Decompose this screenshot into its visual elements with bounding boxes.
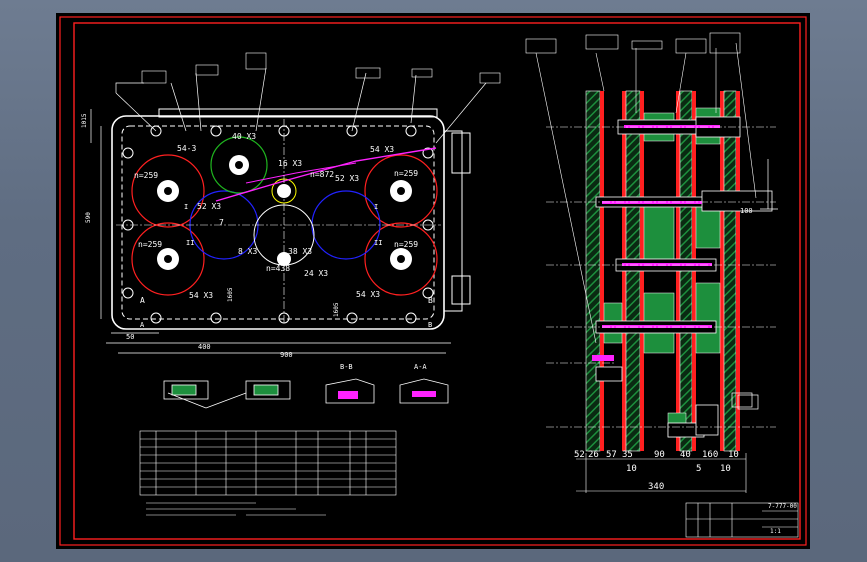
roman-2: II (186, 239, 194, 247)
label-top-left-z: 54-3 (177, 144, 196, 153)
dim-inner-width: 400 (198, 343, 211, 351)
label-right-mid-z: 52 X3 (335, 174, 359, 183)
dim-side-3: 57 (606, 450, 617, 460)
gear-top-left (131, 154, 205, 228)
notes-block (146, 502, 326, 516)
dim-side-4: 35 (622, 450, 633, 460)
label-lower-center-z: 38 X3 (288, 247, 312, 256)
label-top-mid-z: 40 X3 (232, 132, 256, 141)
front-view-notes (141, 52, 501, 84)
housing-outline (111, 115, 445, 330)
label-bottom-left-z: 54 X3 (189, 291, 213, 300)
dim-side-7: 160 (702, 450, 718, 460)
outer-frame (59, 16, 807, 546)
section-marker-b2: B (428, 321, 432, 329)
gear-bottom-right (364, 222, 438, 296)
dim-side-2: 26 (588, 450, 599, 460)
dim-side-6: 40 (680, 450, 691, 460)
housing-inner (121, 125, 435, 320)
gear-hubs (157, 155, 412, 270)
dim-small-2: 1605 (333, 302, 340, 317)
dim-side-total: 340 (648, 482, 664, 492)
front-view (90, 67, 487, 354)
front-dimensions (90, 109, 451, 354)
section-views (163, 378, 449, 409)
dim-overall-width: 900 (280, 351, 293, 359)
label-bottom-left-n: n=259 (138, 240, 162, 249)
label-center-n: n=872 (310, 170, 334, 179)
section-bb-label: B-B (340, 363, 353, 371)
gear-top-mid (210, 136, 268, 194)
shift-lever (215, 147, 437, 202)
dim-left-offset: 50 (126, 333, 134, 341)
gearbox-drawing: 54-3 n=259 n=259 54 X3 40 X3 16 X3 n=872… (59, 16, 807, 546)
label-bottom-right-n: n=259 (394, 240, 418, 249)
title-scale: 1:1 (770, 528, 781, 535)
label-center-z: 16 X3 (278, 159, 302, 168)
dim-height: 590 (85, 212, 92, 223)
dim-top-offset: 1015 (81, 113, 88, 128)
dim-small-box: 100 (740, 207, 753, 215)
housing-right-flange (443, 130, 463, 312)
dim-side-1: 52 (574, 450, 585, 460)
label-lower-left-z: 8 X3 (238, 247, 257, 256)
right-boss-2 (451, 275, 471, 305)
gear-top-right (364, 154, 438, 228)
dim-sub-3: 10 (720, 464, 731, 474)
roman-1: I (184, 203, 188, 211)
drawing-sheet[interactable]: 54-3 n=259 n=259 54 X3 40 X3 16 X3 n=872… (56, 13, 810, 549)
dim-side-8: 10 (728, 450, 739, 460)
inner-frame (73, 22, 801, 540)
title-drawing-no: 7-777-00 (768, 503, 797, 510)
housing-top-flange (158, 108, 438, 118)
section-aa-label: A-A (414, 363, 427, 371)
gear-bottom-left (131, 222, 205, 296)
title-block (685, 502, 799, 538)
dim-side-5: 90 (654, 450, 665, 460)
side-view (525, 32, 778, 493)
section-marker-b: B (428, 296, 433, 305)
label-lower-center-z2: 24 X3 (304, 269, 328, 278)
roman-4: II (374, 239, 382, 247)
label-top-right-n: n=259 (394, 169, 418, 178)
parts-table (139, 430, 397, 496)
label-top-right-z: 54 X3 (370, 145, 394, 154)
dim-sub-2: 5 (696, 464, 701, 474)
right-boss (451, 132, 471, 174)
label-top-left-n: n=259 (134, 171, 158, 180)
label-left-mid-z: 52 X3 (197, 202, 221, 211)
section-marker-a: A (140, 296, 145, 305)
label-small-mid: 7 (219, 218, 224, 227)
label-lower-center-n: n=438 (266, 264, 290, 273)
label-bottom-right-z: 54 X3 (356, 290, 380, 299)
roman-3: I (374, 203, 378, 211)
section-marker-a2: A (140, 321, 145, 329)
dim-small-1: 1605 (227, 287, 234, 302)
dim-sub-1: 10 (626, 464, 637, 474)
